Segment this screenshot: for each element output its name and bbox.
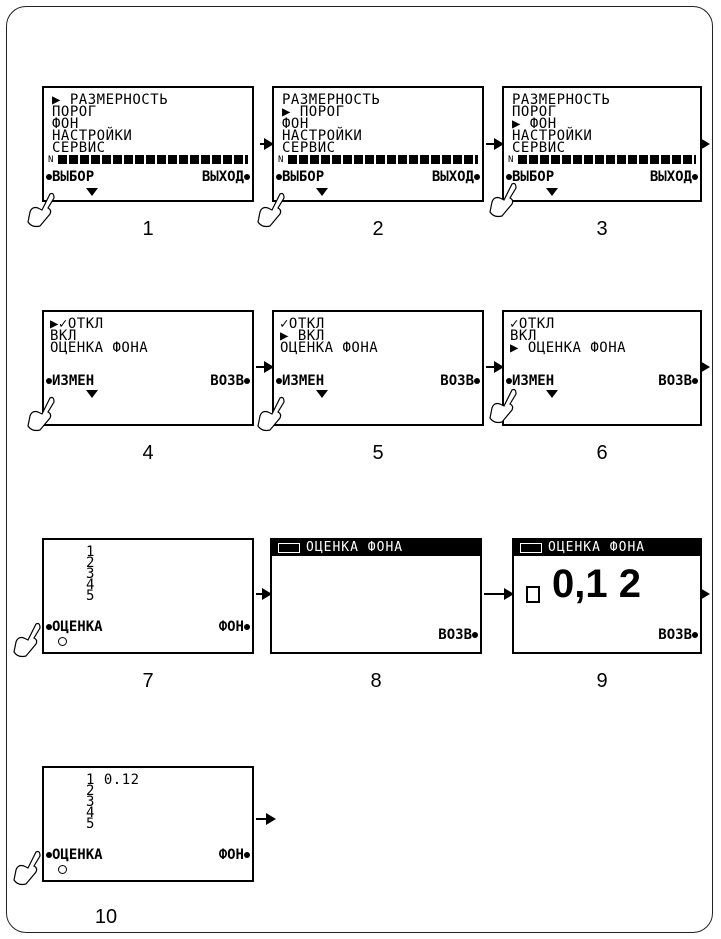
left-softkey[interactable]: ОЦЕНКА bbox=[46, 620, 103, 634]
flow-arrow bbox=[484, 593, 512, 595]
left-softkey[interactable]: ВЫБОР bbox=[46, 170, 94, 184]
menu-line: ОЦЕНКА ФОНА bbox=[280, 342, 378, 354]
down-arrow-icon bbox=[546, 390, 558, 398]
flow-arrow bbox=[256, 593, 270, 595]
softkey-dot bbox=[244, 378, 250, 384]
left-softkey[interactable]: ИЗМЕН bbox=[276, 374, 324, 388]
softkey-dot bbox=[692, 174, 698, 180]
menu-line: СЕРВИС bbox=[512, 142, 566, 154]
screen-8: ОЦЕНКА ФОНА ВОЗВ bbox=[270, 538, 482, 654]
screen-9: ОЦЕНКА ФОНА 0,1 2 ВОЗВ bbox=[512, 538, 702, 654]
softkey-dot bbox=[692, 632, 698, 638]
step-number: 5 bbox=[272, 442, 484, 465]
signal-bar bbox=[288, 155, 478, 164]
battery-icon bbox=[520, 543, 542, 553]
pointing-hand-icon bbox=[20, 394, 60, 434]
down-arrow-icon bbox=[546, 188, 558, 196]
left-softkey[interactable]: ВЫБОР bbox=[276, 170, 324, 184]
screen-6: ✓ОТКЛ ВКЛ ▶ ОЦЕНКА ФОНА ИЗМЕН ВОЗВ bbox=[502, 310, 702, 426]
signal-n-label: N bbox=[508, 156, 513, 165]
right-softkey[interactable]: ВОЗВ bbox=[438, 628, 478, 642]
measure-icon bbox=[526, 586, 540, 603]
right-softkey[interactable]: ВОЗВ bbox=[658, 628, 698, 642]
pointing-hand-icon bbox=[20, 190, 60, 230]
pointing-hand-icon bbox=[6, 620, 46, 660]
down-arrow-icon bbox=[86, 390, 98, 398]
pointing-hand-icon bbox=[6, 848, 46, 888]
softkey-dot bbox=[472, 632, 478, 638]
screen-1: ▶ РАЗМЕРНОСТЬ ПОРОГ ФОН НАСТРОЙКИ СЕРВИС… bbox=[42, 86, 254, 202]
flow-arrow bbox=[702, 366, 708, 368]
menu-line: ОЦЕНКА ФОНА bbox=[50, 342, 148, 354]
right-softkey[interactable]: ФОН bbox=[219, 848, 250, 862]
hold-indicator-icon bbox=[58, 637, 67, 646]
screen-7: 1 2 3 4 5 ОЦЕНКА ФОН bbox=[42, 538, 254, 654]
softkey-dot bbox=[474, 378, 480, 384]
hold-indicator-icon bbox=[58, 865, 67, 874]
step-number: 7 bbox=[42, 670, 254, 693]
step-number: 9 bbox=[496, 670, 708, 693]
flow-arrow bbox=[256, 818, 274, 820]
signal-bar bbox=[58, 155, 248, 164]
right-softkey[interactable]: ВОЗВ bbox=[440, 374, 480, 388]
menu-line: СЕРВИС bbox=[52, 142, 106, 154]
screen-10: 1 0.12 2 3 4 5 ОЦЕНКА ФОН bbox=[42, 766, 254, 882]
menu-line: ▶ ОЦЕНКА ФОНА bbox=[510, 342, 626, 354]
left-softkey[interactable]: ИЗМЕН bbox=[46, 374, 94, 388]
right-softkey[interactable]: ФОН bbox=[219, 620, 250, 634]
left-softkey[interactable]: ОЦЕНКА bbox=[46, 848, 103, 862]
softkey-dot bbox=[474, 174, 480, 180]
signal-n-label: N bbox=[48, 156, 53, 165]
flow-arrow bbox=[486, 143, 502, 145]
flow-arrow bbox=[702, 593, 708, 595]
softkey-dot bbox=[692, 378, 698, 384]
pointing-hand-icon bbox=[250, 394, 290, 434]
screen-4: ▶✓ОТКЛ ВКЛ ОЦЕНКА ФОНА ИЗМЕН ВОЗВ bbox=[42, 310, 254, 426]
right-softkey[interactable]: ВОЗВ bbox=[210, 374, 250, 388]
step-number: 8 bbox=[270, 670, 482, 693]
screen-header: ОЦЕНКА ФОНА bbox=[272, 540, 480, 556]
down-arrow-icon bbox=[316, 390, 328, 398]
signal-bar bbox=[518, 155, 696, 164]
flow-arrow bbox=[260, 143, 272, 145]
right-softkey[interactable]: ВЫХОД bbox=[202, 170, 250, 184]
pointing-hand-icon bbox=[482, 386, 522, 426]
softkey-dot bbox=[244, 624, 250, 630]
softkey-dot bbox=[244, 174, 250, 180]
step-number: 10 bbox=[0, 906, 212, 929]
record-line: 5 bbox=[86, 590, 95, 602]
right-softkey[interactable]: ВОЗВ bbox=[658, 374, 698, 388]
right-softkey[interactable]: ВЫХОД bbox=[650, 170, 698, 184]
step-number: 2 bbox=[272, 218, 484, 241]
down-arrow-icon bbox=[316, 188, 328, 196]
flow-arrow bbox=[256, 366, 272, 368]
screen-header: ОЦЕНКА ФОНА bbox=[514, 540, 700, 556]
down-arrow-icon bbox=[86, 188, 98, 196]
step-number: 1 bbox=[42, 218, 254, 241]
record-line: 5 bbox=[86, 818, 95, 830]
flow-arrow bbox=[486, 366, 502, 368]
step-number: 6 bbox=[496, 442, 708, 465]
step-number: 4 bbox=[42, 442, 254, 465]
step-number: 3 bbox=[496, 218, 708, 241]
right-softkey[interactable]: ВЫХОД bbox=[432, 170, 480, 184]
signal-n-label: N bbox=[278, 156, 283, 165]
softkey-dot bbox=[244, 852, 250, 858]
screen-3: РАЗМЕРНОСТЬ ПОРОГ ▶ ФОН НАСТРОЙКИ СЕРВИС… bbox=[502, 86, 702, 202]
screen-5: ✓ОТКЛ ▶ ВКЛ ОЦЕНКА ФОНА ИЗМЕН ВОЗВ bbox=[272, 310, 484, 426]
battery-icon bbox=[278, 543, 300, 553]
background-value: 0,1 2 bbox=[552, 564, 641, 604]
pointing-hand-icon bbox=[482, 180, 522, 220]
screen-2: РАЗМЕРНОСТЬ ▶ ПОРОГ ФОН НАСТРОЙКИ СЕРВИС… bbox=[272, 86, 484, 202]
flow-arrow bbox=[702, 143, 708, 145]
pointing-hand-icon bbox=[250, 190, 290, 230]
menu-line: СЕРВИС bbox=[282, 142, 336, 154]
